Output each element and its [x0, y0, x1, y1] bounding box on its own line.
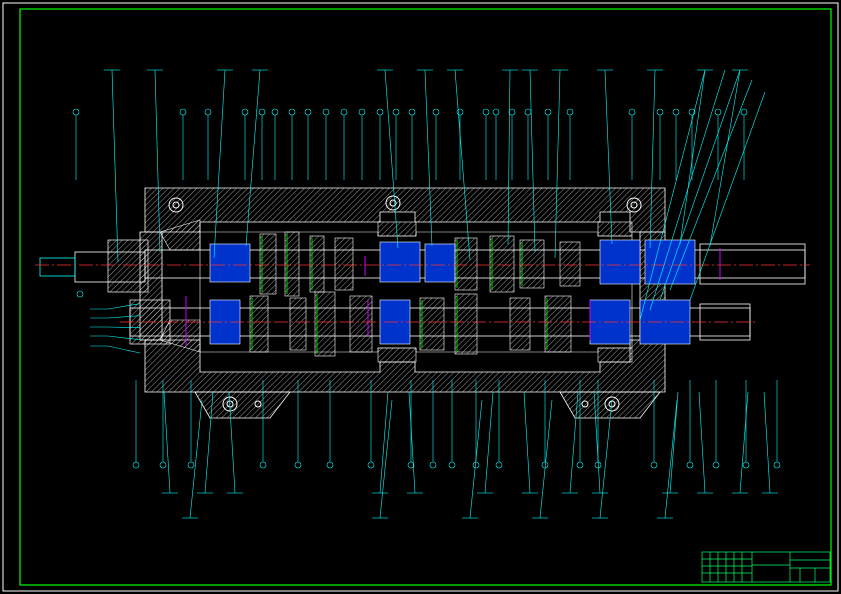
upper-gear-train: [259, 231, 581, 297]
balloon-icon: [72, 108, 781, 469]
spline-accents: [185, 248, 721, 346]
gear-teeth-accents: [251, 234, 548, 354]
title-block: [701, 551, 831, 583]
leader-lines: [75, 69, 778, 519]
lower-gear-train: [249, 291, 572, 357]
inner-frame: [19, 8, 832, 586]
centerlines: [35, 264, 810, 323]
bearing-group: [209, 239, 696, 345]
